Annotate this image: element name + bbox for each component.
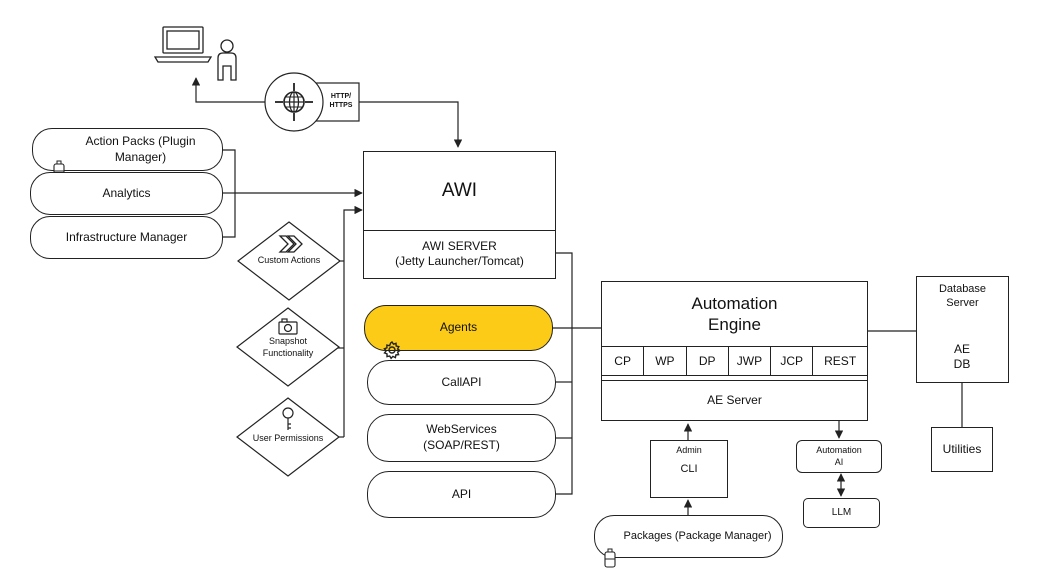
user-icon [217,39,237,81]
gear-icon [382,319,402,360]
engine-process-row: CP WP DP JWP JCP REST [602,346,867,376]
plugin-icon [53,139,65,180]
admin-cli-box: Admin CLI [650,440,728,498]
ae-server-label: AE Server [707,392,762,407]
computer-icon [153,26,213,63]
utilities-label: Utilities [942,442,982,456]
process-dp: DP [687,347,729,375]
admin-title: Admin [676,445,702,456]
packages-box: Packages (Package Manager) [594,515,783,568]
analytics-label: Analytics [102,185,151,200]
left-stack-connector [223,149,363,238]
awi-divider [364,230,555,231]
diamonds-connector [336,205,363,438]
infrastructure-manager-label: Infrastructure Manager [65,229,188,244]
infrastructure-manager-box: Infrastructure Manager [30,216,223,259]
agents-label: Agents [439,320,478,335]
camera-icon [278,318,298,335]
engine-process-gap [602,374,867,381]
automation-ai-label: Automation AI [816,445,862,467]
custom-actions-label: Custom Actions [257,255,321,266]
callapi-label: CallAPI [441,374,482,389]
webservices-label: WebServices (SOAP/REST) [423,422,500,452]
packages-label: Packages (Package Manager) [623,530,772,543]
utilities-box: Utilities [931,427,993,472]
analytics-box: Analytics [30,172,223,215]
api-box: API [367,471,556,518]
awi-title: AWI [441,180,478,202]
webservices-box: WebServices (SOAP/REST) [367,414,556,462]
double-chevron-icon [278,235,303,253]
snapshot-label: Snapshot Functionality [262,336,314,358]
process-cp: CP [602,347,645,375]
process-wp: WP [644,347,687,375]
custom-actions-diamond [237,221,341,301]
user-permissions-label: User Permissions [252,433,324,444]
globe-icon [264,72,324,132]
connector-globe-to-computer [191,77,265,103]
protocol-label: HTTP/ HTTPS [329,93,353,109]
process-jwp: JWP [729,347,772,375]
process-jcp: JCP [771,347,814,375]
automation-ai-box: Automation AI [796,440,882,473]
awi-server-label: AWI SERVER (Jetty Launcher/Tomcat) [395,239,524,268]
engine-title: Automation Engine [691,293,778,334]
ae-db-label: AE DB [953,342,971,371]
llm-label: LLM [831,506,852,518]
snapshot-diamond [236,307,340,387]
awi-box: AWI AWI SERVER (Jetty Launcher/Tomcat) [363,151,556,279]
callapi-box: CallAPI [367,360,556,405]
automation-engine-box: Automation Engine CP WP DP JWP JCP REST … [601,281,868,421]
cli-label: CLI [680,463,698,476]
process-rest: REST [824,354,857,368]
action-packs-box: Action Packs (Plugin Manager) [32,128,223,180]
api-label: API [451,486,472,501]
user-permissions-diamond [236,397,340,477]
database-title: Database Server [938,283,987,309]
clients-connector [553,252,601,495]
agents-box: Agents [364,305,553,360]
connector-http-to-awi [359,101,463,148]
llm-box: LLM [803,498,880,528]
database-server-box: Database Server [916,276,1009,383]
action-packs-label: Action Packs (Plugin Manager) [85,133,196,164]
key-icon [282,407,294,430]
package-icon [604,527,616,568]
